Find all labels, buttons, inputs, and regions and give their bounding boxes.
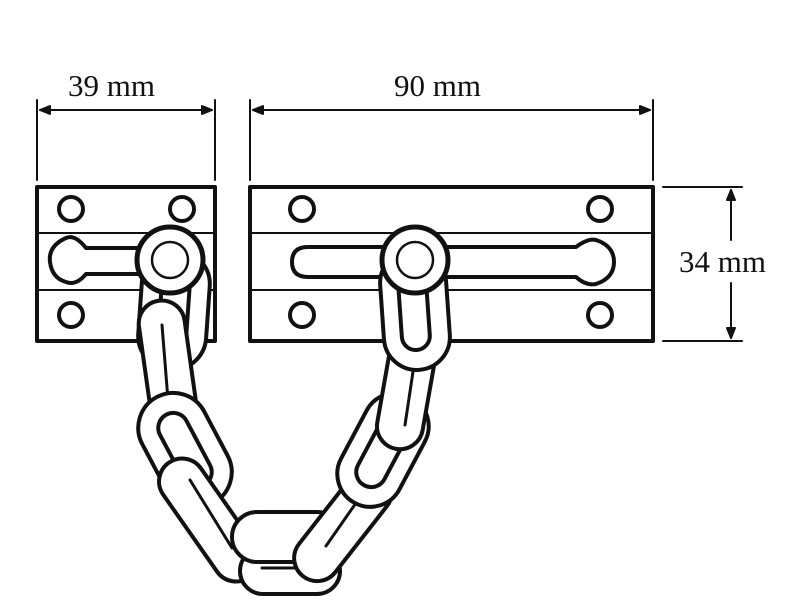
keyhole-slot-icon: [47, 235, 152, 285]
screw-hole-icon: [168, 195, 196, 223]
screw-hole-icon: [57, 301, 85, 329]
screw-hole-icon: [288, 301, 316, 329]
plate-height-label: 34 mm: [679, 244, 766, 279]
screw-hole-icon: [586, 301, 614, 329]
left-plate-width-label: 39 mm: [68, 68, 155, 103]
dimension-right-width: [249, 99, 654, 181]
screw-hole-icon: [57, 195, 85, 223]
dimension-height: [662, 186, 743, 342]
screw-hole-icon: [288, 195, 316, 223]
right-knob-icon: [379, 224, 451, 296]
screw-hole-icon: [586, 195, 614, 223]
right-plate-width-label: 90 mm: [394, 68, 481, 103]
left-knob-icon: [134, 224, 206, 296]
dimension-left-width: [36, 99, 216, 181]
keyhole-slot-icon: [290, 237, 616, 287]
right-plate: [248, 185, 655, 343]
